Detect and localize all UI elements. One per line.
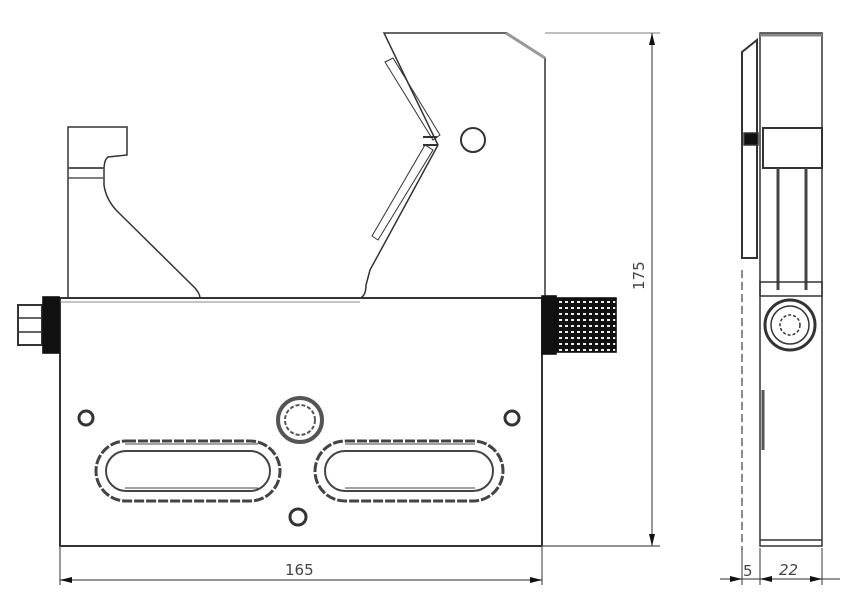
v-pad-lower <box>371 144 434 241</box>
v-pad-upper <box>384 57 441 141</box>
mounting-hole <box>288 507 308 527</box>
dimension-lines <box>59 32 840 585</box>
v-block <box>359 32 546 299</box>
hex-bolt-icon <box>17 296 60 354</box>
mounting-hole <box>503 409 521 427</box>
side-view <box>741 32 823 550</box>
front-view <box>17 31 617 547</box>
slot-right <box>313 439 505 503</box>
side-hex-bolt-icon <box>763 298 817 352</box>
dimension-height-label: 175 <box>630 261 648 290</box>
left-jaw <box>67 126 201 299</box>
counterbore-hole <box>276 396 324 444</box>
locating-hole <box>460 127 486 153</box>
dimension-offset-label: 5 <box>743 562 753 580</box>
mounting-hole <box>77 409 95 427</box>
dimension-width-label: 165 <box>285 561 314 579</box>
dimension-thickness-label: 22 <box>779 561 799 579</box>
slot-left <box>94 439 282 503</box>
knurled-knob-icon <box>541 295 617 355</box>
base-plate <box>59 297 543 547</box>
